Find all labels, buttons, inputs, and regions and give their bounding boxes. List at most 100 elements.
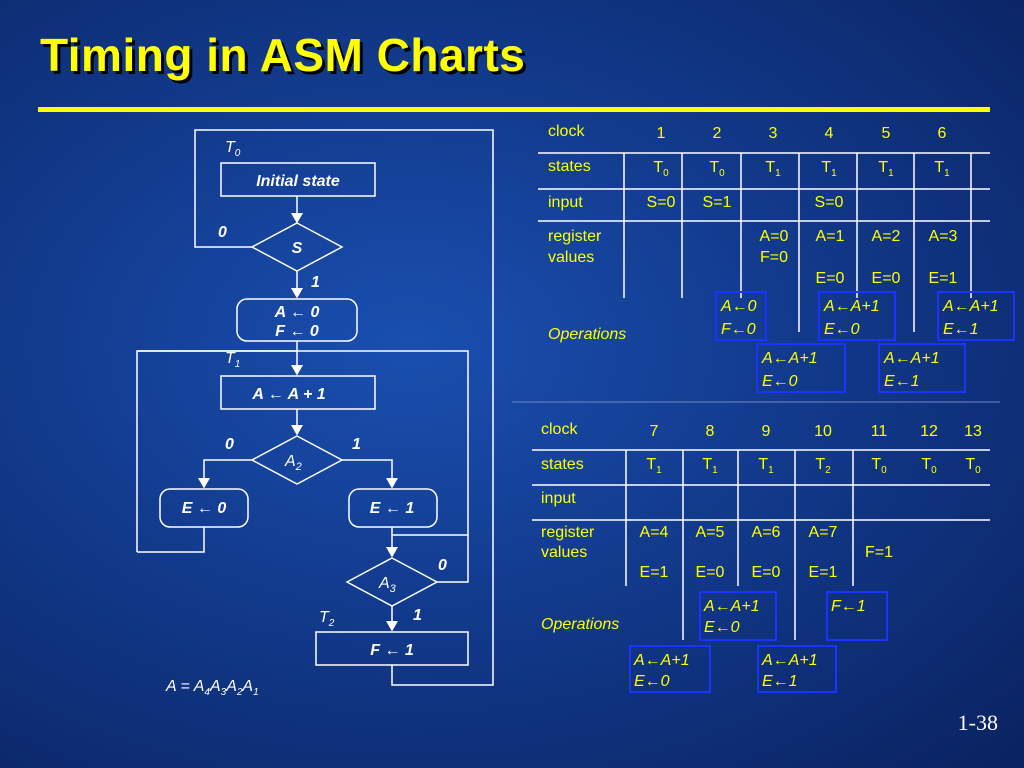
t1-op-line: F←0 bbox=[721, 321, 756, 338]
e1-label: E ← 1 bbox=[370, 500, 415, 517]
t2-row-register: register bbox=[541, 524, 595, 541]
inc-a-label: A ← A + 1 bbox=[251, 386, 325, 403]
t2-clock-cell: 10 bbox=[814, 423, 832, 440]
t2-reg-cell: E=1 bbox=[809, 564, 838, 581]
t1-reg-cell: A=0 bbox=[760, 228, 789, 245]
t1-operation-box bbox=[937, 291, 1015, 341]
t1-row-values: values bbox=[548, 249, 594, 266]
t1-operations-label: Operations bbox=[548, 326, 626, 343]
t1-reg-cell: A=2 bbox=[872, 228, 901, 245]
a2-zero-label: 0 bbox=[225, 436, 234, 453]
t1-operation-box bbox=[818, 291, 896, 341]
t1-state-cell: T0 bbox=[653, 159, 669, 179]
t2-state-cell: T0 bbox=[921, 456, 937, 476]
t2-op-line: A←A+1 bbox=[633, 652, 690, 669]
s-label: S bbox=[292, 240, 303, 257]
t1-reg-cell: A=1 bbox=[816, 228, 845, 245]
t2-op-line: F←1 bbox=[831, 598, 866, 615]
asm-chart bbox=[136, 129, 494, 686]
t2-reg-cell: F=1 bbox=[865, 544, 893, 561]
t1-row-clock: clock bbox=[548, 123, 585, 140]
t1-clock-cell: 6 bbox=[938, 125, 947, 142]
t1-op-line: A←A+1 bbox=[883, 350, 940, 367]
t1-label: T1 bbox=[225, 350, 240, 370]
t1-op-line: A←0 bbox=[720, 298, 757, 315]
t1-op-line: A←A+1 bbox=[942, 298, 999, 315]
e1-box bbox=[348, 488, 438, 528]
equation-label: A = A4A3A2A1 bbox=[165, 678, 259, 698]
t2-state-cell: T1 bbox=[758, 456, 774, 476]
a2-label: A2 bbox=[284, 453, 302, 473]
table2-grid bbox=[532, 449, 990, 640]
t1-state-cell: T1 bbox=[821, 159, 837, 179]
a3-label: A3 bbox=[378, 575, 397, 595]
t1-op-line: E←1 bbox=[943, 321, 979, 338]
t0-label: T0 bbox=[225, 139, 241, 159]
a3-decision-diamond bbox=[345, 557, 439, 607]
t1-op-line: E←1 bbox=[884, 373, 920, 390]
t2-operation-box bbox=[699, 591, 777, 641]
t2-row-states: states bbox=[541, 456, 584, 473]
t2-state-cell: T1 bbox=[646, 456, 662, 476]
t1-op-line: E←0 bbox=[762, 373, 798, 390]
e0-label: E ← 0 bbox=[182, 500, 227, 517]
clear-f-label: F ← 0 bbox=[275, 323, 319, 340]
t2-clock-cell: 9 bbox=[762, 423, 771, 440]
s-zero-label: 0 bbox=[218, 224, 227, 241]
t2-clock-cell: 7 bbox=[650, 423, 659, 440]
initial-state-label: Initial state bbox=[256, 173, 340, 190]
t1-row-states: states bbox=[548, 158, 591, 175]
t1-clock-cell: 4 bbox=[825, 125, 834, 142]
t2-operations-label: Operations bbox=[541, 616, 619, 633]
t1-operation-box bbox=[715, 291, 767, 341]
t2-row-clock: clock bbox=[541, 421, 578, 438]
t1-clock-cell: 5 bbox=[882, 125, 891, 142]
t1-input-cell: S=0 bbox=[647, 194, 676, 211]
t1-input-cell: S=1 bbox=[703, 194, 732, 211]
t1-op-line: E←0 bbox=[824, 321, 860, 338]
t2-row-values: values bbox=[541, 544, 587, 561]
title-underline bbox=[38, 107, 990, 112]
t2-reg-cell: A=5 bbox=[696, 524, 725, 541]
t1-row-register: register bbox=[548, 228, 602, 245]
t1-row-input: input bbox=[548, 194, 583, 211]
f1-label: F ← 1 bbox=[370, 642, 414, 659]
t2-reg-cell: A=4 bbox=[640, 524, 669, 541]
t2-operation-box bbox=[757, 645, 837, 693]
t1-operation-box bbox=[878, 343, 966, 393]
t2-state-cell: T2 bbox=[815, 456, 831, 476]
t2-reg-cell: A=7 bbox=[809, 524, 838, 541]
t1-clock-cell: 3 bbox=[769, 125, 778, 142]
t1-reg-cell: E=0 bbox=[816, 270, 845, 287]
t1-reg-cell: E=0 bbox=[872, 270, 901, 287]
loop-line-outer bbox=[194, 129, 494, 686]
t2-op-line: A←A+1 bbox=[761, 652, 818, 669]
t2-reg-cell: A=6 bbox=[752, 524, 781, 541]
t1-op-line: A←A+1 bbox=[761, 350, 818, 367]
t2-reg-cell: E=1 bbox=[640, 564, 669, 581]
t2-state-box bbox=[315, 631, 469, 666]
t1-clock-cell: 1 bbox=[657, 125, 666, 142]
t1-reg-cell: E=1 bbox=[929, 270, 958, 287]
a3-zero-label: 0 bbox=[438, 557, 447, 574]
t2-clock-cell: 8 bbox=[706, 423, 715, 440]
t2-op-line: E←0 bbox=[704, 619, 740, 636]
s-one-label: 1 bbox=[311, 274, 320, 291]
a3-one-label: 1 bbox=[413, 607, 422, 624]
t2-state-cell: T0 bbox=[965, 456, 981, 476]
t2-clock-cell: 13 bbox=[964, 423, 982, 440]
t1-state-box bbox=[220, 375, 376, 410]
t2-op-line: A←A+1 bbox=[703, 598, 760, 615]
t1-state-cell: T1 bbox=[765, 159, 781, 179]
t1-state-cell: T1 bbox=[934, 159, 950, 179]
t1-op-line: A←A+1 bbox=[823, 298, 880, 315]
t2-operation-box bbox=[826, 591, 888, 641]
t2-op-line: E←0 bbox=[634, 673, 670, 690]
t2-clock-cell: 12 bbox=[920, 423, 938, 440]
t1-state-cell: T0 bbox=[709, 159, 725, 179]
a2-decision-diamond bbox=[250, 435, 344, 485]
t2-state-cell: T0 bbox=[871, 456, 887, 476]
t1-reg-cell: F=0 bbox=[760, 249, 788, 266]
t1-reg-cell: A=3 bbox=[929, 228, 958, 245]
